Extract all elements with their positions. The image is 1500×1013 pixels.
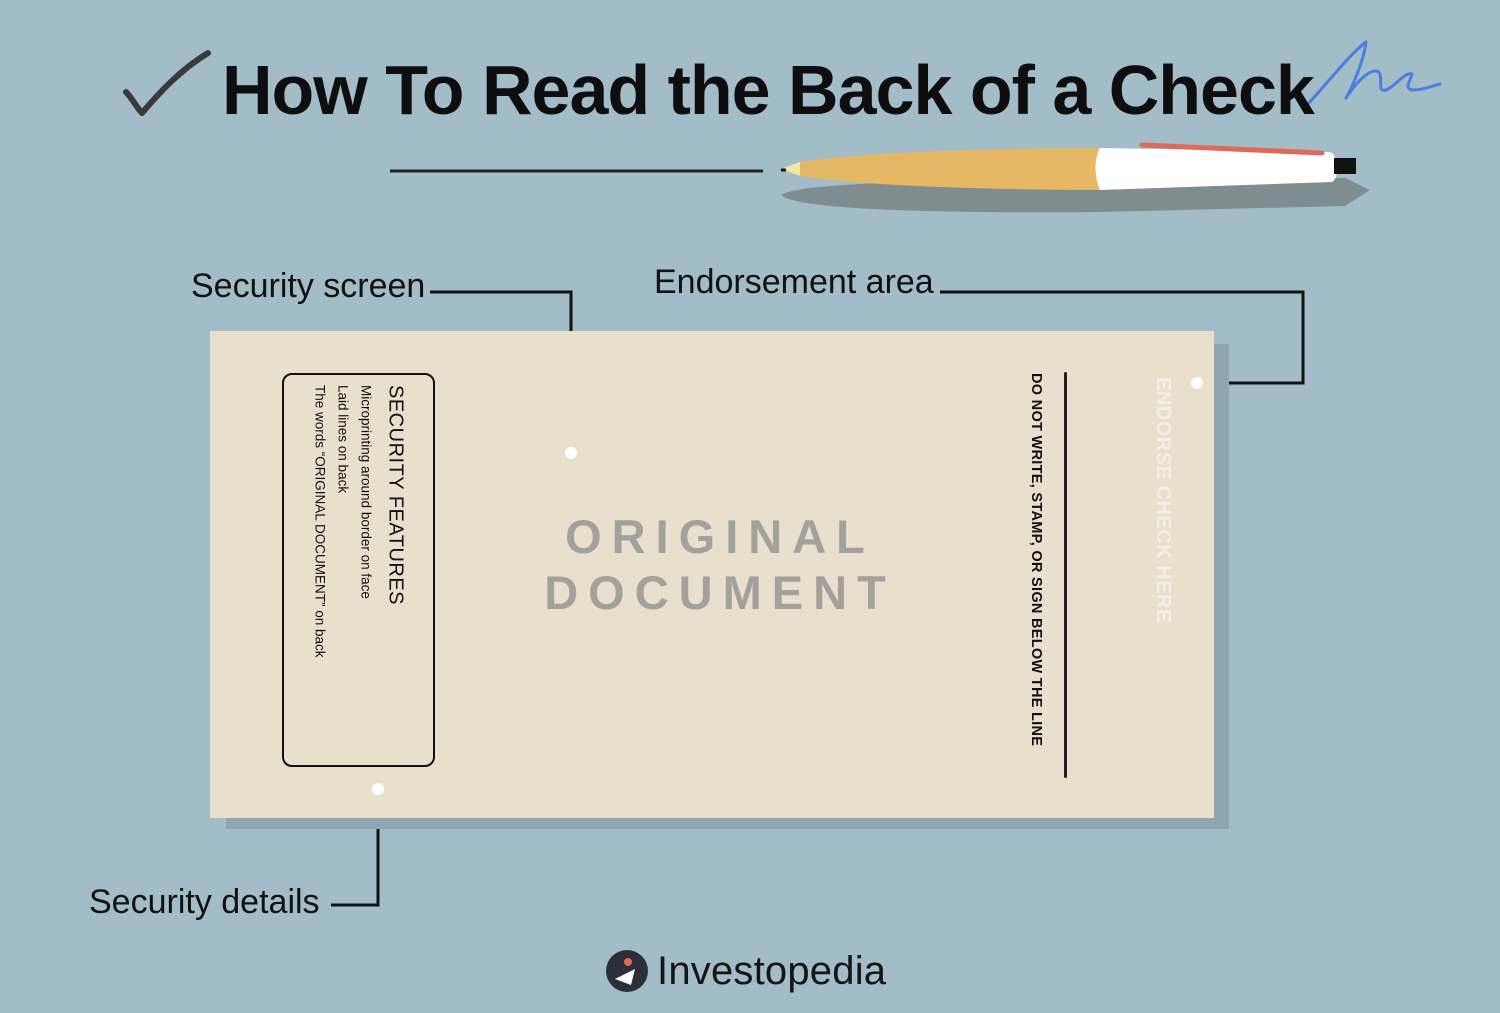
security-feature-item: Laid lines on back	[335, 385, 350, 494]
watermark-line-1: ORIGINAL	[565, 510, 875, 563]
security-details-label: Security details	[89, 883, 320, 921]
checkmark-icon	[123, 50, 211, 116]
endorse-check-here-text: ENDORSE CHECK HERE	[1152, 377, 1174, 623]
endorsement-line	[1064, 372, 1067, 778]
investopedia-logo-icon	[606, 950, 648, 992]
investopedia-logo: Investopedia	[605, 946, 886, 996]
investopedia-wordmark: Investopedia	[657, 948, 887, 993]
security-features-text: SECURITY FEATURES Microprinting around b…	[308, 385, 409, 755]
security-screen-label: Security screen	[191, 267, 426, 305]
page-title: How To Read the Back of a Check	[222, 51, 1315, 129]
original-document-watermark: ORIGINAL DOCUMENT	[510, 509, 930, 621]
security-feature-item: Microprinting around border on face	[358, 385, 373, 599]
do-not-write-notice: DO NOT WRITE, STAMP, OR SIGN BELOW THE L…	[1028, 373, 1044, 747]
security-features-title: SECURITY FEATURES	[384, 385, 406, 606]
security-feature-item: The words “ORIGINAL DOCUMENT” on back	[312, 385, 327, 658]
watermark-line-2: DOCUMENT	[544, 566, 896, 619]
security-features-box: SECURITY FEATURES Microprinting around b…	[282, 373, 435, 767]
check-back: SECURITY FEATURES Microprinting around b…	[210, 331, 1214, 818]
endorsement-area-label: Endorsement area	[654, 263, 934, 301]
pen-shadow	[782, 178, 1370, 213]
signature-squiggle	[1306, 40, 1442, 106]
pen-icon	[781, 142, 1356, 190]
